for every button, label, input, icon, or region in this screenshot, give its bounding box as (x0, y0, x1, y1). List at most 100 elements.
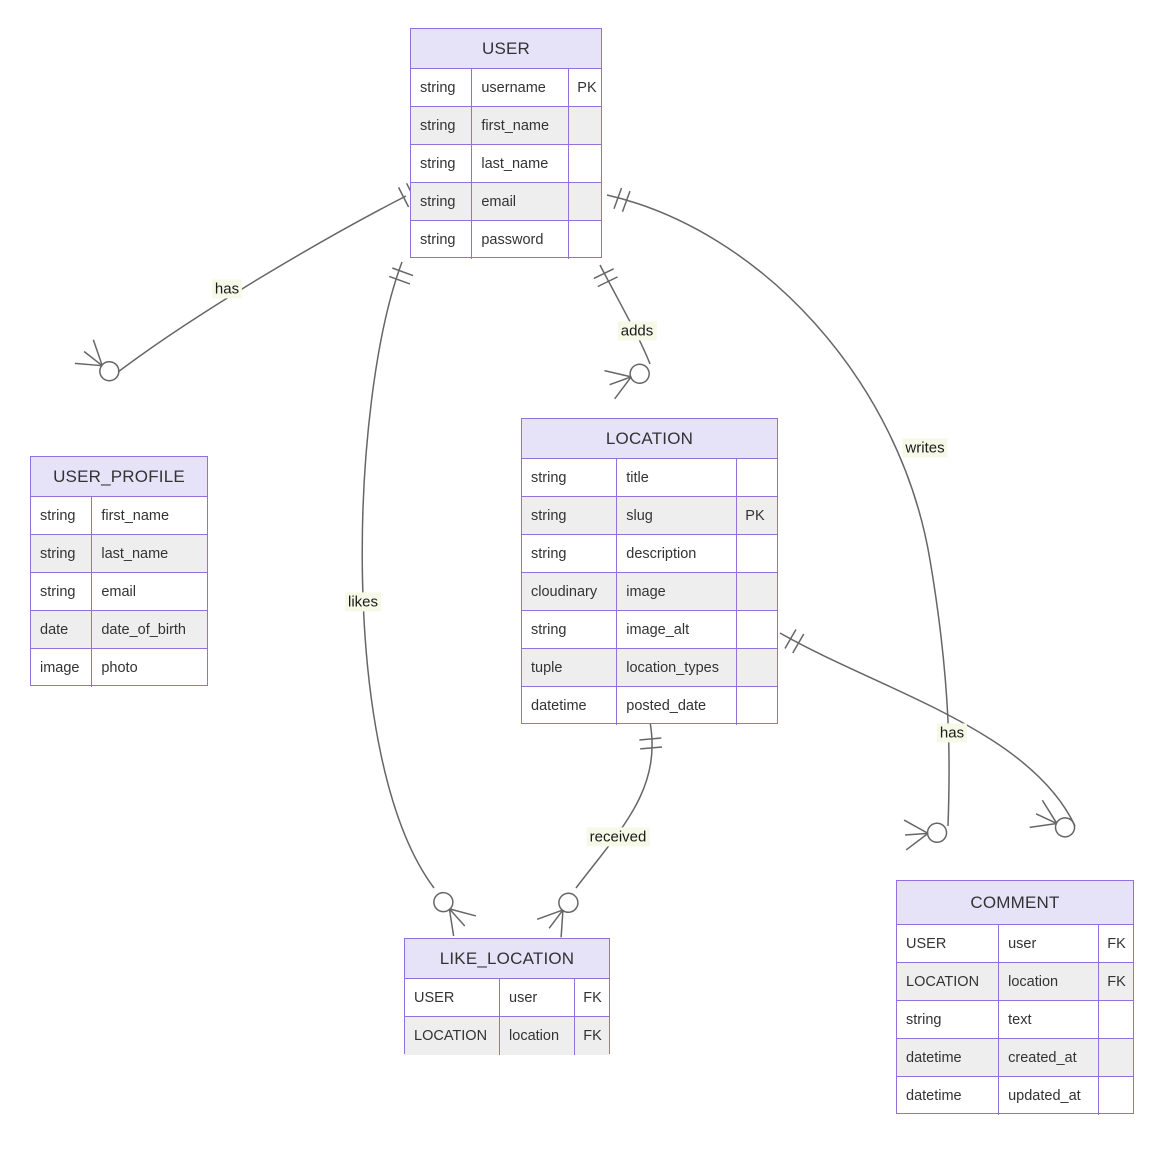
attribute-key: FK (583, 989, 602, 1006)
attribute-name: created_at (999, 1039, 1100, 1076)
attribute-type: string (411, 69, 473, 106)
attribute-name: image_alt (617, 611, 738, 648)
attribute-name: last_name (472, 145, 570, 182)
attribute-name: email (472, 183, 570, 220)
attribute-type: string (897, 1001, 1000, 1038)
attribute-type: string (522, 535, 618, 572)
relationship-edge-user-has-user_profile (117, 195, 407, 373)
relationship-edge-location-received-like_location (575, 721, 653, 889)
attribute-key (737, 535, 777, 572)
attribute-type: string (522, 611, 618, 648)
attribute-name: email (101, 583, 136, 600)
cardinality-marker-from-user-likes-like_location (388, 267, 414, 285)
attribute-name: password (472, 221, 570, 259)
cardinality-marker-to-location-received-like_location (536, 892, 579, 938)
attribute-name: username (472, 69, 570, 106)
attribute-type: cloudinary (522, 573, 618, 610)
attribute-key: PK (577, 79, 597, 96)
cardinality-marker-to-user-likes-like_location (433, 891, 477, 937)
attribute-name: title (617, 459, 738, 496)
cardinality-marker-to-location-has-comment (1029, 799, 1076, 838)
attribute-type: string (411, 221, 473, 259)
attribute-name: first_name (472, 107, 570, 144)
attribute-key: PK (745, 507, 765, 524)
attribute-type: USER (897, 925, 1000, 962)
cardinality-marker-to-user-writes-comment (903, 819, 948, 851)
attribute-type: tuple (522, 649, 618, 686)
attribute-type: image (31, 649, 93, 687)
attribute-type: USER (405, 979, 501, 1016)
attribute-name: slug (617, 497, 738, 534)
attribute-key (569, 221, 601, 259)
entity-title-comment: COMMENT (897, 881, 1133, 925)
relationship-edge-user-likes-like_location (361, 261, 435, 889)
entity-title-like_location: LIKE_LOCATION (405, 939, 609, 979)
attribute-key (737, 611, 777, 648)
relationship-label-user-adds-location: adds (617, 321, 657, 341)
cardinality-marker-from-location-has-comment (784, 629, 805, 654)
attribute-name: first_name (101, 507, 170, 524)
cardinality-marker-to-user-adds-location (604, 363, 650, 400)
attribute-key: FK (1107, 973, 1126, 990)
attribute-key (737, 687, 777, 725)
entity-title-user: USER (411, 29, 601, 69)
attribute-name: location_types (617, 649, 738, 686)
relationship-label-user-has-user_profile: has (211, 279, 243, 299)
attribute-row: string first_name (31, 497, 207, 535)
attribute-name: location (500, 1017, 576, 1055)
attribute-type: string (411, 183, 473, 220)
relationship-label-user-writes-comment: writes (902, 438, 948, 458)
attribute-type: LOCATION (897, 963, 1000, 1000)
attribute-type: datetime (897, 1077, 1000, 1115)
attribute-name: location (999, 963, 1100, 1000)
relationship-label-user-likes-like_location: likes (344, 592, 382, 612)
attribute-key (1099, 1001, 1133, 1038)
attribute-name: posted_date (617, 687, 738, 725)
attribute-type: string (411, 145, 473, 182)
relationship-label-location-has-comment: has (936, 723, 968, 743)
attribute-key (1099, 1077, 1133, 1115)
attribute-type: string (522, 497, 618, 534)
attribute-type: LOCATION (405, 1017, 501, 1055)
attribute-name: image (617, 573, 738, 610)
attribute-key (569, 145, 601, 182)
cardinality-marker-from-location-received-like_location (639, 737, 663, 750)
relationship-edge-location-has-comment (779, 632, 1076, 827)
attribute-key (1099, 1039, 1133, 1076)
attribute-row: string email (31, 573, 207, 611)
attribute-type: string (411, 107, 473, 144)
attribute-name: description (617, 535, 738, 572)
attribute-type: date (31, 611, 93, 648)
attribute-type: string (31, 573, 93, 610)
attribute-type: string (31, 497, 93, 534)
attribute-type: datetime (897, 1039, 1000, 1076)
attribute-key (737, 649, 777, 686)
entity-title-user_profile: USER_PROFILE (31, 457, 207, 497)
attribute-type: string (31, 535, 93, 572)
cardinality-marker-to-user-has-user_profile (74, 339, 120, 382)
relationship-label-location-received-like_location: received (586, 827, 650, 847)
